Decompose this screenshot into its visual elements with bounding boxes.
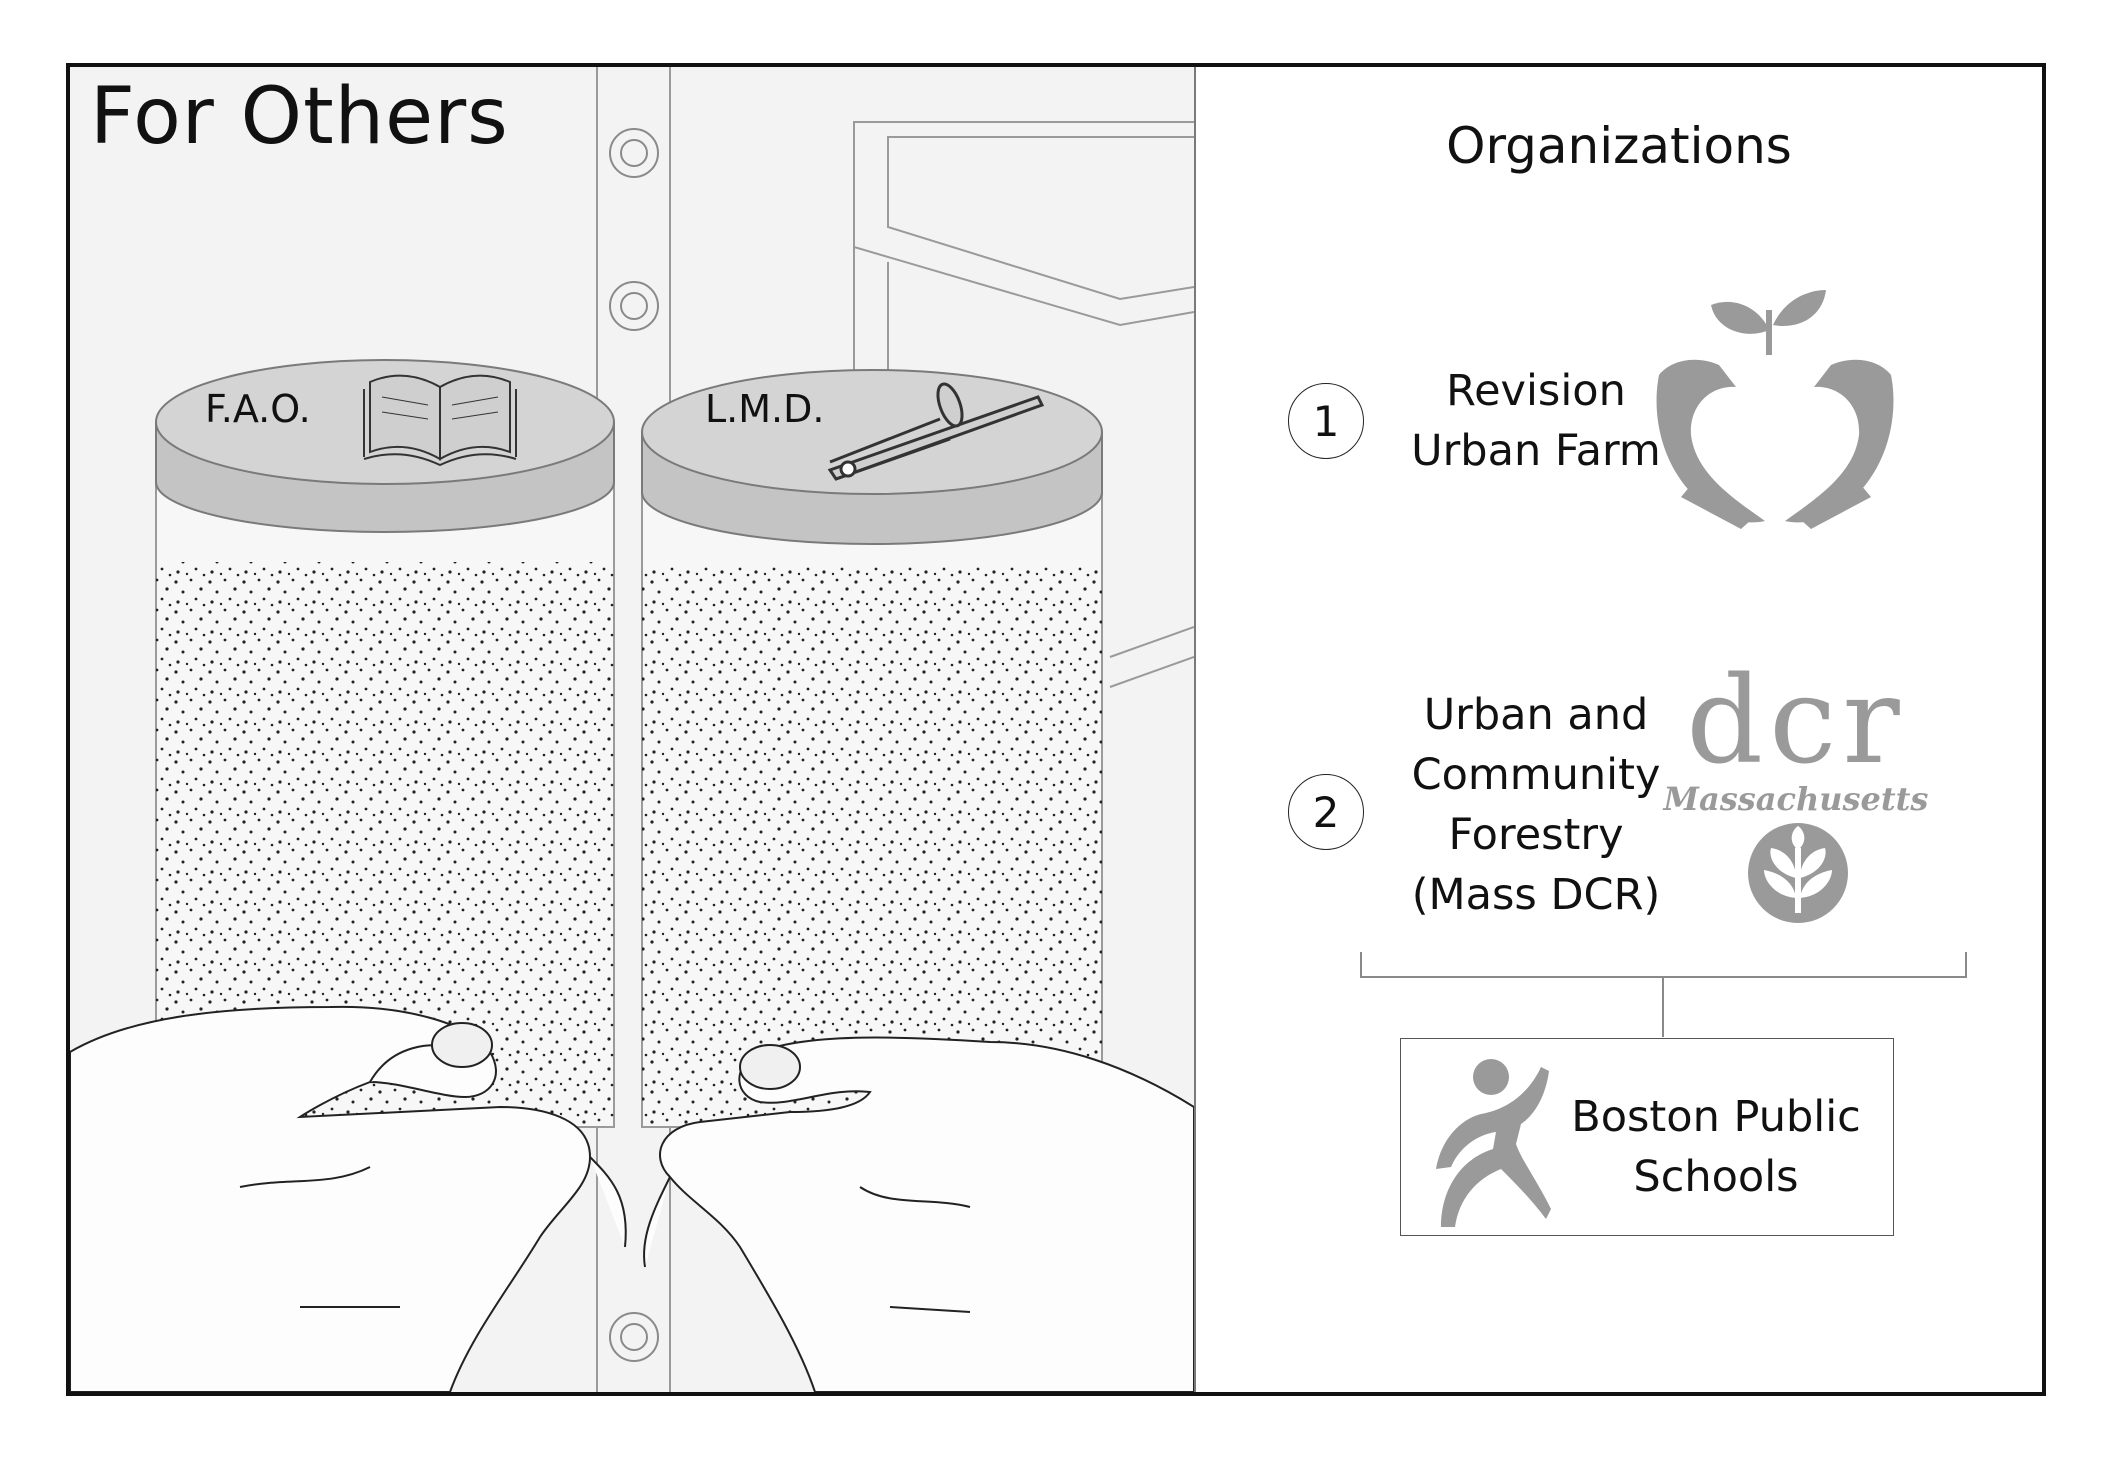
- org-number-badge-2: 2: [1288, 774, 1364, 850]
- jar-illustration: F.A.O. L.M.D.: [70, 67, 1194, 1392]
- page-title: For Others: [90, 72, 509, 162]
- partner-box-boston-public-schools: Boston Public Schools: [1400, 1038, 1894, 1236]
- dcr-logo-wordmark: dcr: [1686, 652, 1906, 791]
- organizations-heading: Organizations: [1446, 117, 1792, 175]
- dcr-logo-state: Massachusetts: [1663, 780, 1929, 818]
- org-name-urban-community-forestry: Urban and Community Forestry (Mass DCR): [1411, 690, 1661, 920]
- heart-hands-sprout-logo: [1656, 290, 1894, 529]
- trombone-icon: [827, 382, 1045, 481]
- jar-label-fao: F.A.O.: [205, 387, 311, 431]
- jar-lmd: [641, 369, 1103, 1128]
- partnership-connector: [1360, 952, 1967, 1037]
- running-figure-logo: [1436, 1059, 1551, 1227]
- hands-illustration: [70, 1005, 1194, 1392]
- open-book-icon: [363, 374, 517, 467]
- infographic-frame: F.A.O. L.M.D.: [66, 63, 2046, 1396]
- organizations-panel: Organizations 1 Revision Urban Farm 2 Ur…: [1196, 67, 2042, 1392]
- illustration-panel: F.A.O. L.M.D.: [70, 67, 1196, 1392]
- shirt-buttons: [609, 128, 659, 1362]
- leaf-seal-icon: [1748, 823, 1848, 923]
- dcr-massachusetts-logo: dcr Massachusetts: [1656, 662, 1936, 1002]
- jar-label-lmd: L.M.D.: [705, 387, 824, 431]
- org-name-revision-urban-farm: Revision Urban Farm: [1411, 366, 1661, 476]
- partner-name: Boston Public Schools: [1571, 1092, 1861, 1202]
- org-number-badge-1: 1: [1288, 383, 1364, 459]
